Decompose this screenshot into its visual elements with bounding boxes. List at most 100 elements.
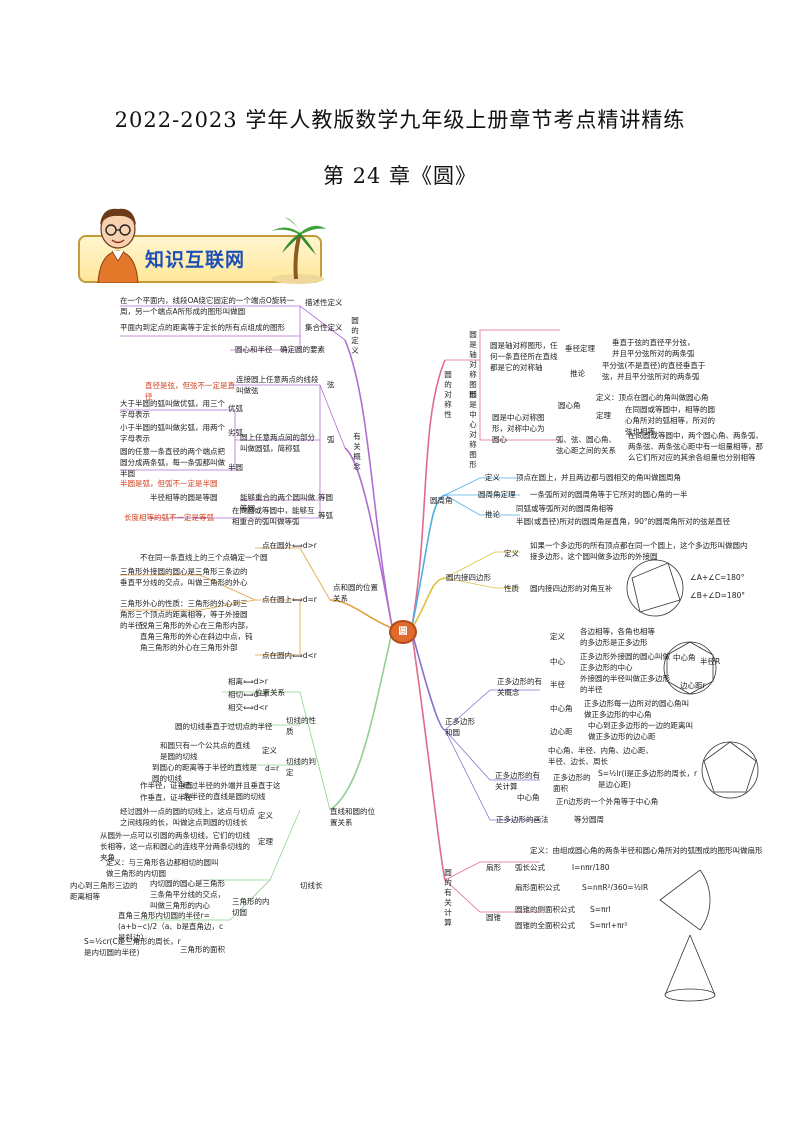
definition-desc: 在一个平面内，线段OA绕它固定的一个端点O旋转一周，另一个端点A所形成的图形叫做… xyxy=(120,296,295,316)
branch-symmetry xyxy=(411,359,446,627)
tangent-length-def-label: 定义 xyxy=(258,811,273,820)
arc-label: 弧 xyxy=(327,435,335,444)
line-cross: 相交⟺d<r xyxy=(228,703,268,712)
chord-label: 弦 xyxy=(327,380,335,389)
branch-calc xyxy=(411,633,446,881)
line-tangent: 相切⟺d=r xyxy=(228,690,268,699)
tangent-length-def: 经过圆外一点的圆的切线上，这点与切点之间线段的长，叫做这点到圆的切线长 xyxy=(120,807,255,827)
equal-arcs-warn: 长度相等的弧不一定是等弧 xyxy=(124,513,214,522)
sector-label: 扇形 xyxy=(486,863,501,872)
center-node: 圆 xyxy=(389,620,417,644)
polygon-def-note: 各边相等，各角也相等的多边形是正多边形 xyxy=(580,627,655,647)
sector-figure xyxy=(659,869,711,931)
polygon-drawing-note: 等分圆周 xyxy=(574,815,604,824)
tangent-judge-1: 和圆只有一个公共点的直线是圆的切线 xyxy=(160,741,250,761)
equal-arcs-label: 等弧 xyxy=(318,511,333,520)
polygon-calc-note: 中心角、半径、内角、边心距、半径、边长、周长 xyxy=(548,746,653,766)
incenter-distance: 内心到三角形三边的距离相等 xyxy=(70,881,138,901)
boy-illustration xyxy=(97,208,139,283)
symmetry-label: 圆的对称性 xyxy=(444,370,452,419)
inscribed-theorem-note: 一条弧所对的圆周角等于它所对的圆心角的一半 xyxy=(530,490,688,499)
sector-area-formula: S=nπR²/360=½lR xyxy=(582,883,649,892)
polygon-apothem-note: 中心到正多边形的一边的距离叫做正多边形的边心距 xyxy=(588,721,693,741)
cone-total-formula: S=πrl+πr² xyxy=(590,921,628,930)
definition-desc-kind: 描述性定义 xyxy=(305,298,343,307)
tangent-judge-2: 到圆心的距离等于半径的直线是圆的切线 xyxy=(152,763,257,783)
cone-total-label: 圆锥的全面积公式 xyxy=(515,921,575,930)
relation-note: 在同圆或等圆中，两个圆心角、两条弧、两条弦、两条弦心距中有一组量相等，那么它们所… xyxy=(628,431,763,462)
definition-set-kind: 集合性定义 xyxy=(305,323,343,332)
perpendicular-inference-note: 平分弦(不是直径)的直径垂直于弦，并且平分弦所对的两条弧 xyxy=(602,361,706,381)
branch-quad xyxy=(411,577,446,629)
palm-tree-illustration xyxy=(272,217,326,284)
sector-def: 定义：由组成圆心角的两条半径和圆心角所对的弧围成的图形叫做扇形 xyxy=(530,846,763,855)
perpendicular-inference-label: 推论 xyxy=(570,369,585,378)
chapter-title: 第 24 章《圆》 xyxy=(322,164,478,188)
line-separate: 相离⟺d>r xyxy=(228,677,268,686)
point-inside: 点在圆内⟺d<r xyxy=(262,651,317,660)
axis-symmetry-note: 圆是轴对称图形，任何一条直径所在直线都是它的对称轴 xyxy=(490,341,558,372)
document-title: 2022-2023 学年人教版数学九年级上册章节考点精讲精练 xyxy=(114,108,686,132)
cone-figure xyxy=(664,934,716,1002)
definition-elements-kind: 确定圆的要素 xyxy=(280,345,325,354)
tangent-tip-1: 作半径，证垂直 xyxy=(140,781,193,790)
semicircle-label: 半圆 xyxy=(228,463,243,472)
minor-arc-note: 小于半圆的弧叫做劣弧，用两个字母表示 xyxy=(120,423,225,443)
polygon-area-label: 正多边形的面积 xyxy=(553,773,591,793)
incircle-label: 三角形的内切圆 xyxy=(232,897,270,917)
quad-label: 圆内接四边形 xyxy=(446,573,491,582)
incircle-radius-formula: 直角三角形内切圆的半径r=(a+b−c)/2（a、b是直角边，c是斜边） xyxy=(118,911,224,942)
definition-set: 平面内到定点的距离等于定长的所有点组成的图形 xyxy=(120,323,285,332)
semicircle-note: 圆的任意一条直径的两个端点把圆分成两条弧，每一条弧都叫做半圆 xyxy=(120,447,225,478)
branch-definition xyxy=(344,339,393,627)
polygon-area-formula: S=½lr(l是正多边形的周长，r是边心距) xyxy=(598,769,698,789)
quad-eq-2: ∠B+∠D=180° xyxy=(690,591,746,600)
equal-circles-def: 半径相等的圆是等圆 xyxy=(150,493,218,502)
perpendicular-theorem-note: 垂直于弦的直径平分弦，并且平分弦所对的两条弧 xyxy=(612,338,695,358)
polygon-central-note: 正多边形每一边所对的圆心角叫做正多边形的中心角 xyxy=(584,699,689,719)
perpendicular-theorem-label: 垂径定理 xyxy=(565,344,595,353)
tangent-tip-2: 作垂直，证半径 xyxy=(140,793,193,802)
polygon-central-label: 中心角 xyxy=(550,704,573,713)
axis-symmetry-label: 圆是轴对称图形 xyxy=(469,330,477,399)
equal-arcs-note: 在同圆或等圆中，能够互相重合的弧叫做等弧 xyxy=(232,506,315,526)
central-theorem-label: 定理 xyxy=(596,411,611,420)
polygon-def-label: 定义 xyxy=(550,632,565,641)
tangent-length-label: 切线长 xyxy=(300,881,323,890)
equal-circles-note: 能够重合的两个圆叫做等圆 xyxy=(240,493,315,513)
arc-note: 圆上任意两点间的部分叫做圆弧，简称弧 xyxy=(240,433,315,453)
definition-elements: 圆心和半径 xyxy=(235,345,273,354)
inscribed-def-label: 定义 xyxy=(485,473,500,482)
tangent-length-theorem-label: 定理 xyxy=(258,837,273,846)
inscribed-inference-1: 同弧或等弧所对的圆周角相等 xyxy=(516,504,614,513)
tangent-judge-label: 切线的判定 xyxy=(286,757,316,777)
polygon-fig-apothem: 边心距r xyxy=(680,681,706,690)
polygon-center-angle-label: 中心角 xyxy=(517,793,540,802)
knowledge-banner: 知识互联网 xyxy=(70,205,326,285)
definition-label: 圆的定义 xyxy=(351,316,359,355)
relation-label: 弧、弦、圆心角、弦心距之间的关系 xyxy=(556,435,616,455)
center-symmetry-label: 圆是中心对称图形 xyxy=(469,390,477,469)
point-position-label: 点和圆的位置关系 xyxy=(333,583,378,603)
inscribed-def-note: 顶点在圆上，并且两边都与圆相交的角叫做圆周角 xyxy=(516,473,681,482)
polygon-center-note: 正多边形外接圆的圆心叫做正多边形的中心 xyxy=(580,652,670,672)
polygon-radius-label: 半径 xyxy=(550,680,565,689)
polygon-apothem-label: 边心距 xyxy=(550,727,573,736)
inscribed-inference-2: 半圆(或直径)所对的圆周角是直角，90°的圆周角所对的弦是直径 xyxy=(516,517,731,526)
arc-length-formula: l=nπr/180 xyxy=(572,863,610,872)
chord-note: 连接圆上任意两点的线段叫做弦 xyxy=(236,375,319,395)
polygon-radius-note: 外接圆的半径叫做正多边形的半径 xyxy=(580,674,670,694)
tangent-judge-3: 经过半径的外端并且垂直于这条半径的直线是圆的切线 xyxy=(183,781,281,801)
sector-area-label: 扇形面积公式 xyxy=(515,883,560,892)
major-arc-note: 大于半圆的弧叫做优弧，用三个字母表示 xyxy=(120,399,225,419)
polygon-fig-center-angle: 中心角 xyxy=(673,653,696,662)
quad-figure xyxy=(626,559,684,617)
related-label: 有关概念 xyxy=(353,432,361,471)
polygon-figure-2 xyxy=(701,741,759,799)
central-angle-def: 定义：顶点在圆心的角叫做圆心角 xyxy=(596,393,709,402)
line-position-label: 直线和圆的位置关系 xyxy=(330,807,375,827)
triangle-area-formula: S=½cr(C是三角形的周长，r是内切圆的半径) xyxy=(84,937,181,957)
polygon-exterior-note: 正n边形的一个外角等于中心角 xyxy=(556,797,659,806)
incircle-def: 定义：与三角形各边都相切的圆叫做三角形的内切圆 xyxy=(106,858,219,878)
tangent-property-label: 切线的性质 xyxy=(286,716,316,736)
